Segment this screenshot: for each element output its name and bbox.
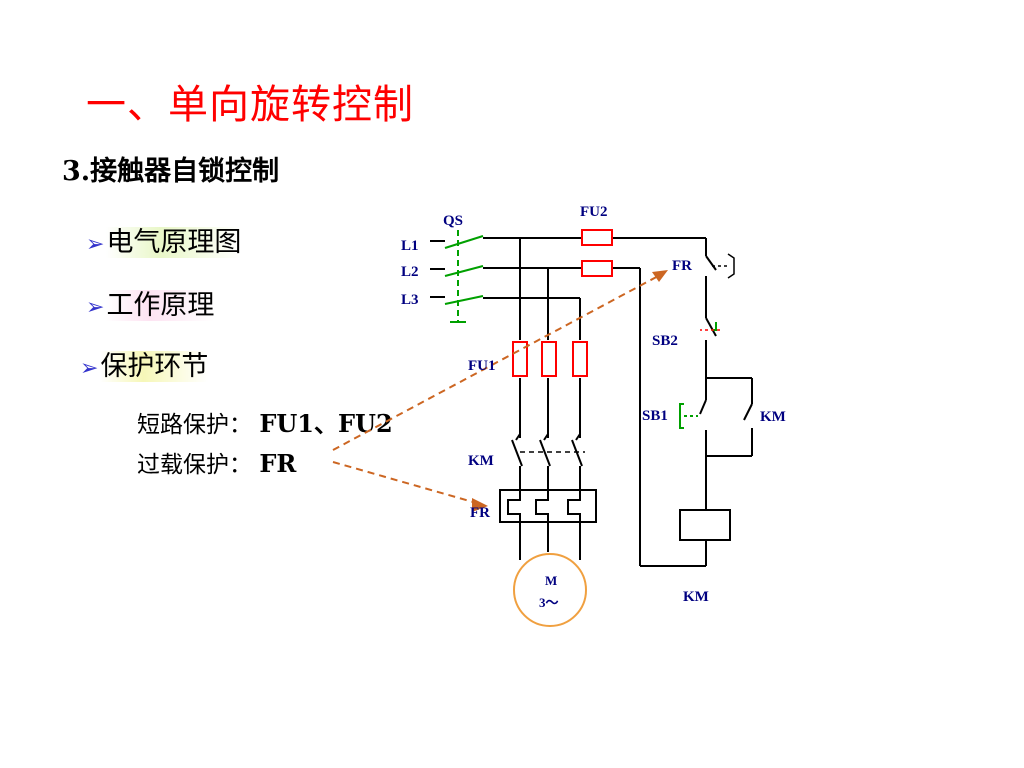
bullet-item-principle: ➢工作原理 xyxy=(86,283,215,322)
fu1-label: FU1 xyxy=(468,358,496,374)
slide-title: 一、单向旋转控制 xyxy=(86,82,414,128)
protection-overload: 过载保护： FR xyxy=(137,445,296,479)
fr-heater-label: FR xyxy=(470,505,490,521)
km-main-label: KM xyxy=(468,453,494,469)
motor-label-m: M xyxy=(545,573,557,588)
power-wires xyxy=(430,237,753,567)
qs-label: QS xyxy=(443,213,463,229)
fu1-fuse-3 xyxy=(572,341,588,377)
arrow-head-fr-contact xyxy=(652,270,668,282)
fr-contact-label: FR xyxy=(672,258,692,274)
km-coil-label: KM xyxy=(683,589,709,605)
l2-label: L2 xyxy=(401,264,419,280)
arrow-bullet-icon: ➢ xyxy=(80,356,99,381)
slide-subtitle: 3.接触器自锁控制 xyxy=(62,156,280,187)
bullet-label: 保护环节 xyxy=(100,351,209,382)
l1-label: L1 xyxy=(401,238,419,254)
arrow-head-fr-heater xyxy=(472,498,488,512)
protection-short-circuit: 短路保护： FU1、FU2 xyxy=(137,404,393,439)
motor-label-phase: 3～ xyxy=(539,595,559,610)
protection-value: FR xyxy=(259,449,297,478)
fuse-group xyxy=(512,229,613,377)
protection-label: 过载保护： xyxy=(137,452,252,478)
motor-icon xyxy=(513,553,587,627)
fu1-fuse-1 xyxy=(512,341,528,377)
l3-label: L3 xyxy=(401,292,419,308)
bullet-item-protection: ➢保护环节 xyxy=(80,344,209,383)
protection-value: FU1、FU2 xyxy=(259,409,393,438)
arrow-bullet-icon: ➢ xyxy=(86,295,105,320)
fu2-label: FU2 xyxy=(580,204,608,220)
bullet-label: 电气原理图 xyxy=(106,227,242,258)
km-aux-label: KM xyxy=(760,409,786,425)
bullet-item-schematic: ➢电气原理图 xyxy=(86,220,242,259)
fu2-fuse-2 xyxy=(581,260,613,277)
fu2-fuse-1 xyxy=(581,229,613,246)
qs-switch xyxy=(444,230,717,429)
protection-label: 短路保护： xyxy=(137,412,252,438)
arrow-bullet-icon: ➢ xyxy=(86,232,105,257)
fr-contact xyxy=(700,253,735,331)
sb2-label: SB2 xyxy=(652,333,678,349)
bullet-label: 工作原理 xyxy=(106,290,215,321)
fu1-fuse-2 xyxy=(541,341,557,377)
sb1-label: SB1 xyxy=(642,408,668,424)
annotation-arrows xyxy=(332,273,663,505)
